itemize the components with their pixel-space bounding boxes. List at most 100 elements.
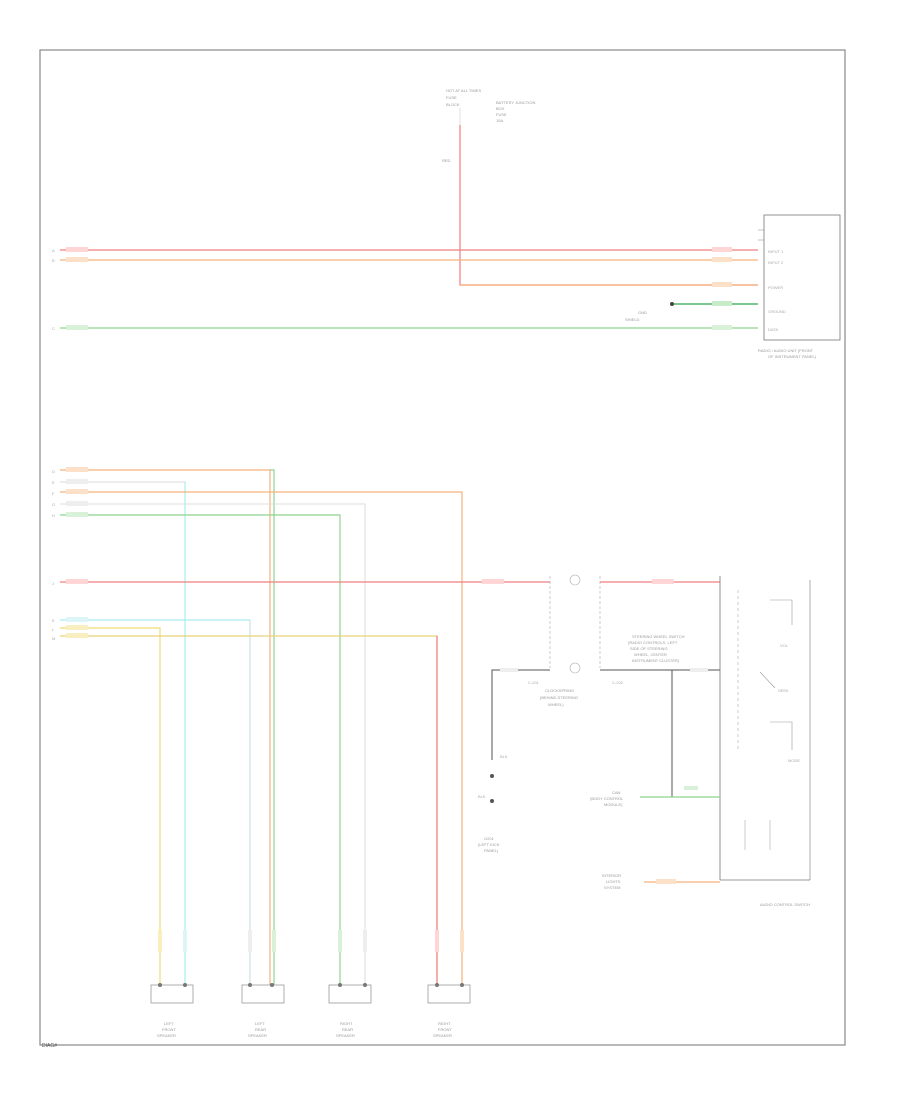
svg-text:FRONT: FRONT — [438, 1027, 452, 1032]
diagram-frame — [39, 49, 846, 1046]
wire-tag — [652, 579, 674, 584]
svg-text:POWER: POWER — [768, 285, 783, 290]
wire-gray-2 — [60, 503, 366, 985]
svg-text:H: H — [52, 513, 55, 518]
svg-text:SIDE OF STEERING: SIDE OF STEERING — [630, 646, 668, 651]
connector-dot — [670, 302, 674, 306]
svg-text:OF INSTRUMENT PANEL): OF INSTRUMENT PANEL) — [768, 354, 817, 359]
svg-text:F: F — [52, 491, 55, 496]
svg-text:RIGHT: RIGHT — [340, 1021, 353, 1026]
svg-text:FUSE: FUSE — [446, 95, 457, 100]
svg-text:BOX: BOX — [496, 106, 505, 111]
svg-text:SEEK: SEEK — [778, 688, 789, 693]
svg-text:REAR: REAR — [342, 1027, 353, 1032]
svg-text:J: J — [52, 581, 54, 586]
wire-gray-1 — [60, 481, 186, 985]
speaker-harness-labels: D E F G H J K L M — [52, 469, 55, 641]
svg-text:CAN: CAN — [612, 790, 621, 795]
svg-text:E: E — [52, 480, 55, 485]
wire-dark-ground — [491, 669, 550, 760]
svg-text:(LEFT KICK: (LEFT KICK — [478, 842, 500, 847]
svg-text:C: C — [52, 326, 55, 331]
ground-symbol: BLK BLK G201 (LEFT KICK PANEL) — [478, 754, 508, 853]
svg-text:REAR: REAR — [255, 1027, 266, 1032]
wire-tag — [684, 786, 698, 790]
amp-label: INTERIOR LIGHTS SYSTEM — [602, 873, 621, 890]
svg-text:B: B — [52, 258, 55, 263]
svg-text:SPEAKER: SPEAKER — [433, 1033, 452, 1038]
speaker-lf: LEFT FRONT SPEAKER — [150, 983, 194, 1038]
svg-text:WHEEL): WHEEL) — [548, 702, 564, 707]
svg-text:INPUT 2: INPUT 2 — [768, 260, 784, 265]
wire-tags-vertical — [158, 930, 464, 952]
svg-text:(BODY CONTROL: (BODY CONTROL — [590, 796, 624, 801]
svg-text:A: A — [52, 248, 55, 253]
svg-text:PANEL): PANEL) — [484, 848, 499, 853]
svg-text:LEFT: LEFT — [164, 1021, 174, 1026]
svg-text:FUSE: FUSE — [496, 112, 507, 117]
radio-component: INPUT 1 INPUT 2 POWER GROUND DATA RADIO … — [758, 214, 841, 359]
wire-tags-speaker — [66, 467, 504, 638]
svg-text:SYSTEM: SYSTEM — [604, 885, 620, 890]
wire-yellow-1 — [60, 627, 161, 985]
svg-text:15A: 15A — [496, 118, 503, 123]
svg-text:BLK: BLK — [478, 794, 486, 799]
svg-text:L: L — [52, 627, 55, 632]
wire-green-1 — [270, 469, 275, 985]
steering-switch-label: STEERING WHEEL SWITCH (RADIO CONTROLS, L… — [628, 634, 685, 663]
svg-text:VOL: VOL — [780, 643, 789, 648]
page-id: DIAG# — [42, 1043, 58, 1049]
wire-tag — [500, 668, 518, 672]
svg-text:HOT AT ALL TIMES: HOT AT ALL TIMES — [446, 88, 481, 93]
svg-text:LEFT: LEFT — [255, 1021, 265, 1026]
svg-text:C-202: C-202 — [612, 680, 624, 685]
wire-cyan-2 — [60, 619, 251, 985]
svg-text:MODULE): MODULE) — [604, 802, 623, 807]
wire-tag — [656, 879, 676, 884]
svg-text:SPEAKER: SPEAKER — [157, 1033, 176, 1038]
svg-text:G201: G201 — [484, 836, 495, 841]
audio-control-switch: VOL SEEK MODE AUDIO CONTROL SWITCH — [719, 576, 811, 907]
svg-text:INPUT 1: INPUT 1 — [768, 249, 784, 254]
svg-text:MODE: MODE — [788, 758, 800, 763]
svg-text:GROUND: GROUND — [768, 309, 786, 314]
svg-text:SHIELD: SHIELD — [625, 317, 640, 322]
svg-text:RIGHT: RIGHT — [438, 1021, 451, 1026]
svg-text:(RADIO CONTROLS, LEFT: (RADIO CONTROLS, LEFT — [628, 640, 678, 645]
svg-text:WHEEL, CENTER: WHEEL, CENTER — [634, 652, 667, 657]
bcm-label: CAN (BODY CONTROL MODULE) — [590, 790, 624, 807]
power-feed: HOT AT ALL TIMES FUSE BLOCK BATTERY JUNC… — [442, 88, 535, 163]
svg-text:LIGHTS: LIGHTS — [606, 879, 621, 884]
svg-text:G: G — [52, 502, 55, 507]
wire-orange-1 — [60, 469, 271, 985]
wire-tags-top: A B C — [52, 247, 732, 331]
svg-text:BATTERY JUNCTION: BATTERY JUNCTION — [496, 100, 535, 105]
svg-text:STEERING WHEEL SWITCH: STEERING WHEEL SWITCH — [632, 634, 685, 639]
svg-text:INSTRUMENT CLUSTER): INSTRUMENT CLUSTER) — [632, 658, 680, 663]
svg-text:CLOCKSPRING: CLOCKSPRING — [545, 688, 574, 693]
svg-text:BLK: BLK — [500, 754, 508, 759]
speaker-rf: RIGHT FRONT SPEAKER — [427, 983, 471, 1038]
clockspring-component: CLOCKSPRING (BEHIND STEERING WHEEL) C-20… — [528, 574, 624, 707]
svg-text:DATA: DATA — [768, 327, 778, 332]
speaker-lr: LEFT REAR SPEAKER — [241, 983, 285, 1038]
svg-text:FRONT: FRONT — [162, 1027, 176, 1032]
speaker-rr: RIGHT REAR SPEAKER — [328, 983, 372, 1038]
wire-tag — [690, 668, 708, 672]
svg-text:SPEAKER: SPEAKER — [248, 1033, 267, 1038]
wire-green-2 — [60, 514, 341, 985]
svg-text:INTERIOR: INTERIOR — [602, 873, 621, 878]
svg-text:(BEHIND STEERING: (BEHIND STEERING — [540, 695, 578, 700]
svg-text:C-201: C-201 — [528, 680, 540, 685]
svg-text:RADIO / AUDIO UNIT (FRONT: RADIO / AUDIO UNIT (FRONT — [758, 348, 814, 353]
svg-text:K: K — [52, 618, 55, 623]
svg-text:RED: RED — [442, 158, 451, 163]
wire-orange-2 — [60, 491, 463, 985]
svg-text:SPEAKER: SPEAKER — [336, 1033, 355, 1038]
svg-text:D: D — [52, 469, 55, 474]
svg-text:M: M — [52, 636, 55, 641]
svg-text:BLOCK: BLOCK — [446, 102, 460, 107]
svg-text:AUDIO CONTROL SWITCH: AUDIO CONTROL SWITCH — [760, 902, 810, 907]
svg-text:GND: GND — [638, 310, 647, 315]
